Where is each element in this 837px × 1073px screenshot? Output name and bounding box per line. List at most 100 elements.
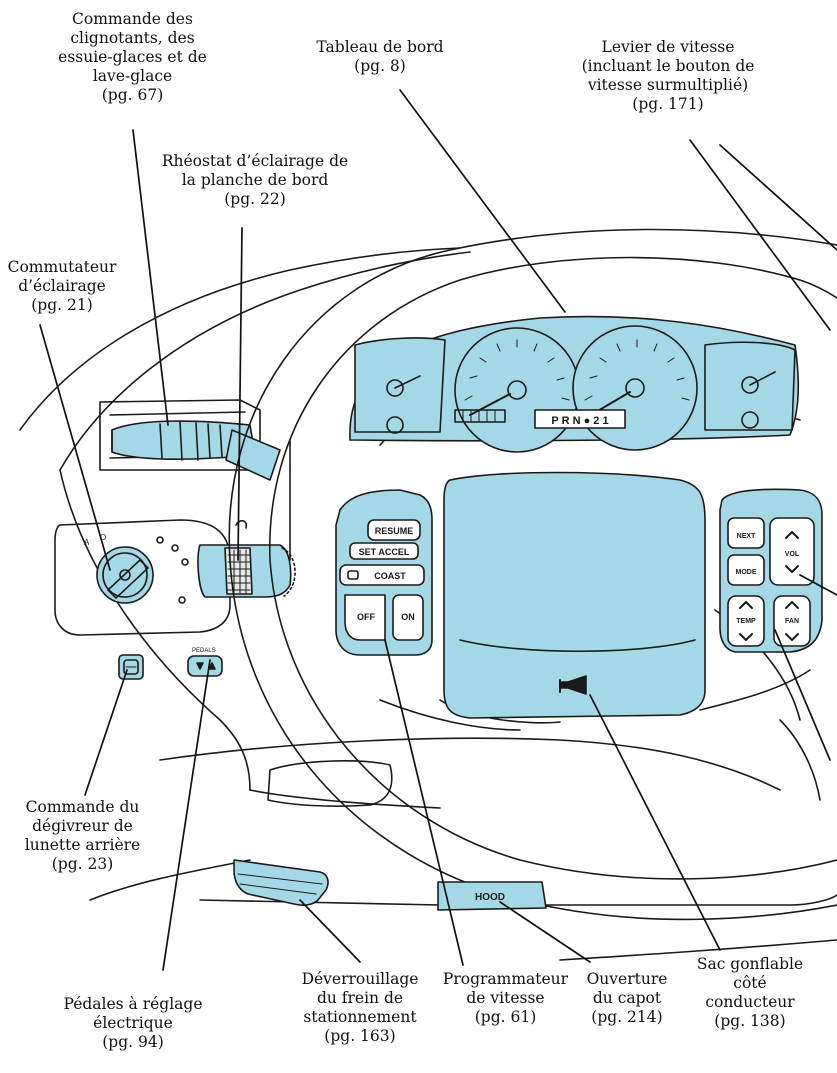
callout-line: stationnement xyxy=(303,1008,417,1026)
instrument-cluster: P R N ● 2 1 xyxy=(349,315,800,453)
next-button[interactable]: NEXT xyxy=(727,517,765,549)
callout-line: conducteur xyxy=(705,993,795,1011)
callout-line: d’éclairage xyxy=(18,277,106,295)
mode-button-label: MODE xyxy=(736,569,757,576)
speed-off-button-label: OFF xyxy=(357,612,375,622)
callout-line: Déverrouillage xyxy=(301,970,419,988)
callout-line: lunette arrière xyxy=(24,836,141,854)
callout-line: de vitesse xyxy=(466,989,545,1007)
callout-hood: Ouverture du capot (pg. 214) xyxy=(572,970,682,1027)
callout-line: Tableau de bord xyxy=(316,38,444,56)
leader-climate xyxy=(774,629,831,761)
temp-rocker[interactable]: TEMP xyxy=(727,595,765,647)
vol-label: VOL xyxy=(785,551,800,558)
speed-control-pad: RESUME SET ACCEL COAST OFF ON xyxy=(335,489,433,656)
callout-line: (pg. 8) xyxy=(354,57,406,75)
fan-up-icon xyxy=(785,601,799,609)
callout-line: (pg. 61) xyxy=(474,1008,537,1026)
resume-button-label: RESUME xyxy=(375,526,414,536)
set-accel-button[interactable]: SET ACCEL xyxy=(349,542,419,560)
rear-defrost-button[interactable] xyxy=(118,654,144,680)
temp-up-icon xyxy=(739,601,753,609)
hood-release-label: HOOD xyxy=(475,892,505,903)
leader-pedals xyxy=(162,659,211,971)
leader-turn-signal xyxy=(132,129,169,426)
pedals-switch-label: PEDALS xyxy=(192,648,216,654)
callout-line: électrique xyxy=(93,1014,173,1032)
leader-hood xyxy=(499,901,591,963)
callout-instrument-panel: Tableau de bord (pg. 8) xyxy=(315,38,445,76)
callout-line: Commutateur xyxy=(7,258,117,276)
callout-line: Levier de vitesse xyxy=(601,38,735,56)
vol-down-icon xyxy=(785,565,799,573)
dimmer-control[interactable] xyxy=(197,519,296,598)
turn-signal-stalk xyxy=(99,399,281,481)
speed-on-button-label: ON xyxy=(401,612,415,622)
leader-rear-defrost xyxy=(84,669,128,796)
callout-line: Commande du xyxy=(25,798,140,816)
mode-button[interactable]: MODE xyxy=(727,554,765,586)
vol-up-icon xyxy=(785,531,799,539)
parking-brake-release-handle[interactable] xyxy=(233,859,329,906)
callout-headlamp: Commutateur d’éclairage (pg. 21) xyxy=(2,258,122,315)
leader-gearshift xyxy=(689,139,831,331)
leader-dimmer xyxy=(237,227,243,561)
fan-down-icon xyxy=(785,633,799,641)
headlamp-off-label: O xyxy=(100,533,106,542)
callout-line: vitesse surmultiplié) xyxy=(587,76,749,94)
callout-line: la planche de bord xyxy=(181,171,329,189)
callout-line: Sac gonflable xyxy=(696,955,804,973)
callout-pedals: Pédales à réglage électrique (pg. 94) xyxy=(48,995,218,1052)
callout-gearshift: Levier de vitesse (incluant le bouton de… xyxy=(568,38,768,114)
fan-label: FAN xyxy=(785,618,799,625)
leader-gearshift-2 xyxy=(719,144,837,251)
callout-speed-control: Programmateur de vitesse (pg. 61) xyxy=(433,970,578,1027)
driver-airbag xyxy=(443,471,706,719)
fan-rocker[interactable]: FAN xyxy=(773,595,811,647)
callout-turn-signal: Commande des clignotants, des essuie-gla… xyxy=(55,10,210,105)
callout-line: Ouverture xyxy=(586,970,668,988)
horn-icon xyxy=(559,675,587,695)
callout-line: du frein de xyxy=(316,989,404,1007)
callout-line: (incluant le bouton de xyxy=(581,57,755,75)
callout-parking-brake: Déverrouillage du frein de stationnement… xyxy=(290,970,430,1046)
coast-button-label: COAST xyxy=(374,571,406,581)
callout-line: Rhéostat d’éclairage de xyxy=(161,152,349,170)
leader-volume xyxy=(799,574,837,596)
callout-rear-defrost: Commande du dégivreur de lunette arrière… xyxy=(10,798,155,874)
callout-line: clignotants, des xyxy=(70,29,195,47)
gear-indicator: P R N ● 2 1 xyxy=(551,415,608,427)
headlamp-auto-label: A xyxy=(84,538,90,547)
next-button-label: NEXT xyxy=(737,533,756,540)
callout-line: (pg. 214) xyxy=(591,1008,663,1026)
callout-line: (pg. 23) xyxy=(51,855,114,873)
hood-release-handle[interactable]: HOOD xyxy=(437,881,547,911)
leader-speed-control xyxy=(384,639,464,966)
speed-off-button[interactable]: OFF xyxy=(344,594,386,641)
callout-line: Programmateur xyxy=(442,970,569,988)
leader-instrument-panel xyxy=(399,89,566,313)
audio-climate-pad: NEXT MODE VOL TEMP FAN xyxy=(719,488,823,653)
callout-line: du capot xyxy=(592,989,662,1007)
callout-line: lave-glace xyxy=(92,67,173,85)
callout-line: (pg. 22) xyxy=(224,190,286,208)
headlamp-panel: A O xyxy=(54,519,231,636)
leader-lines xyxy=(39,89,837,971)
coast-button[interactable]: COAST xyxy=(339,564,425,586)
leader-parking-brake xyxy=(299,899,361,963)
callout-line: Pédales à réglage xyxy=(63,995,203,1013)
callout-line: (pg. 171) xyxy=(632,95,704,113)
callout-line: essuie-glaces et de xyxy=(58,48,207,66)
callout-dimmer: Rhéostat d’éclairage de la planche de bo… xyxy=(150,152,360,209)
temp-label: TEMP xyxy=(736,618,756,625)
callout-line: (pg. 163) xyxy=(324,1027,396,1045)
callout-line: côté xyxy=(733,974,767,992)
leader-headlamp xyxy=(39,324,111,571)
power-pedals-switch[interactable]: PEDALS xyxy=(187,648,223,677)
resume-button[interactable]: RESUME xyxy=(367,519,421,541)
callout-airbag: Sac gonflable côté conducteur (pg. 138) xyxy=(680,955,820,1031)
volume-rocker[interactable]: VOL xyxy=(769,517,815,586)
speed-on-button[interactable]: ON xyxy=(392,594,424,641)
set-accel-button-label: SET ACCEL xyxy=(359,547,410,557)
